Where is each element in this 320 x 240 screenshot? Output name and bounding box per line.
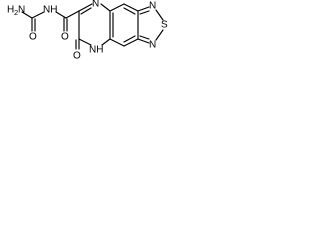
bond-ring-a4 (101, 38, 111, 46)
bond-ring-c4 (137, 38, 150, 44)
atom-amine-subscript: 2 (14, 8, 18, 17)
bond-ring-b1 (109, 3, 125, 12)
atom-thiadiazole-n-top: N (149, 1, 156, 12)
atom-amine-n: N (18, 5, 25, 16)
bond-ring-b4b (123, 35, 136, 43)
bond-ring-b4 (123, 38, 139, 47)
bond-ring-b2 (123, 3, 139, 12)
atom-ring-nh: NH (89, 45, 103, 56)
bond-ring-c3 (155, 29, 164, 41)
bond-amide-ring (65, 10, 80, 19)
bond-ring-c1b (139, 10, 150, 15)
atom-keto-oxygen: O (73, 51, 81, 62)
atom-labels: H 2 N O NH O N NH O N S N (7, 0, 168, 62)
bond-ring-b5 (109, 38, 125, 47)
bond-ring-a1 (78, 3, 93, 12)
atom-thiadiazole-s: S (161, 20, 168, 31)
bond-ring-b2b (123, 7, 136, 15)
bond-amine-carbonyl (21, 11, 33, 19)
atom-ring-n-top: N (92, 0, 99, 10)
atom-amide-nh: NH (43, 5, 57, 16)
bond-ring-c2 (155, 9, 164, 21)
bonds (21, 3, 164, 50)
bond-urea-c-nh (31, 11, 45, 19)
atom-amine-h: H (7, 5, 14, 16)
bond-ring-c4b (139, 35, 150, 40)
bond-ring-c1 (137, 6, 150, 12)
bond-ring-a2 (100, 3, 111, 12)
bond-ring-a5 (78, 38, 92, 46)
bond-nh-amidec (55, 11, 67, 19)
chemical-structure-diagram: H 2 N O NH O N NH O N S N (7, 0, 168, 62)
bond-ring-a1b (80, 7, 92, 15)
atom-amide-oxygen: O (61, 32, 69, 43)
atom-urea-oxygen: O (29, 32, 37, 43)
atom-thiadiazole-n-bottom: N (149, 40, 156, 51)
